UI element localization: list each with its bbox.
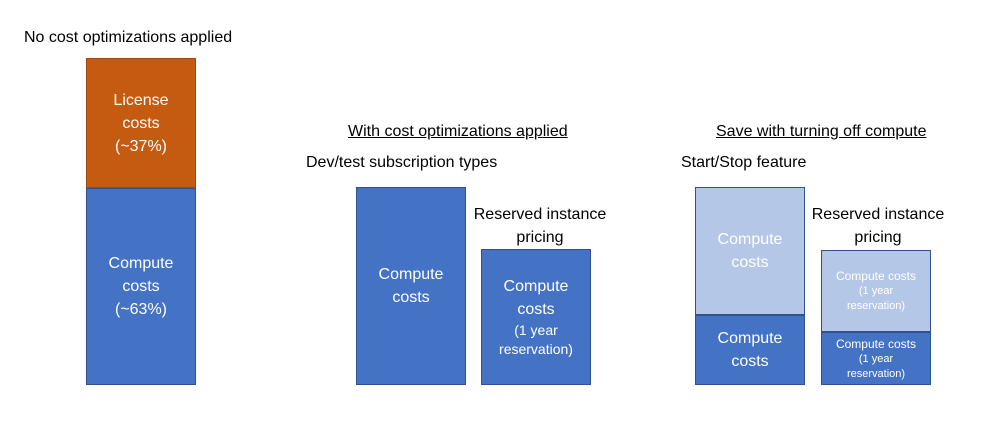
reserved-instance-label-2: Reserved instance pricing [468, 203, 612, 249]
turn-off-compute-heading: Save with turning off compute [716, 123, 927, 140]
reserved-label-2-line-2: pricing [516, 229, 564, 246]
devtest-compute-line-1: Compute [378, 266, 444, 283]
compute-costs-line-3: (~63%) [114, 301, 168, 318]
compute-costs-line-2: costs [122, 278, 160, 295]
reserved-compute-box: Compute costs (1 year reservation) [481, 249, 591, 385]
license-costs-box: License costs (~37%) [86, 58, 196, 188]
start-stop-compute-box: Compute costs [695, 315, 805, 385]
license-costs-line-1: License [113, 91, 169, 109]
no-optimizations-title: No cost optimizations applied [24, 29, 233, 46]
devtest-label: Dev/test subscription types [306, 154, 498, 171]
with-optimizations-heading: With cost optimizations applied [348, 123, 568, 140]
reserved-label-3-line-1: Reserved instance [811, 206, 945, 223]
reserved-label-2-line-1: Reserved instance [473, 206, 607, 223]
devtest-compute-box: Compute costs [356, 187, 466, 385]
reserved-saved-compute-box: Compute costs (1 year reservation) [821, 250, 931, 332]
reserved-saved-line-2: (1 year [858, 285, 894, 297]
reserved-compute-line-3: (1 year [514, 322, 558, 338]
reserved-label-3-line-2: pricing [854, 229, 902, 246]
reserved-compute-line-4: reservation) [499, 341, 573, 357]
reserved-remaining-line-1: Compute costs [835, 336, 917, 351]
reserved-compute-line-2: costs [517, 301, 555, 318]
license-costs-line-2: costs [122, 114, 160, 132]
start-stop-compute-line-1: Compute [717, 330, 783, 347]
devtest-compute-line-2: costs [392, 289, 430, 306]
reserved-saved-line-3: reservation) [846, 300, 906, 312]
reserved-compute-line-1: Compute [503, 278, 569, 295]
start-stop-label: Start/Stop feature [681, 154, 807, 171]
reserved-saved-line-1: Compute costs [835, 269, 917, 283]
reserved-remaining-line-2: (1 year [858, 352, 894, 365]
compute-costs-box-baseline: Compute costs (~63%) [86, 188, 196, 385]
license-costs-line-3: (~37%) [114, 137, 168, 155]
compute-costs-line-1: Compute [108, 255, 174, 272]
start-stop-saved-compute-box: Compute costs [695, 187, 805, 315]
reserved-remaining-compute-box: Compute costs (1 year reservation) [821, 332, 931, 385]
reserved-instance-label-3: Reserved instance pricing [806, 203, 950, 249]
reserved-remaining-line-3: reservation) [846, 367, 906, 380]
start-stop-saved-line-2: costs [731, 254, 769, 271]
start-stop-saved-line-1: Compute [717, 231, 783, 248]
start-stop-compute-line-2: costs [731, 353, 769, 370]
